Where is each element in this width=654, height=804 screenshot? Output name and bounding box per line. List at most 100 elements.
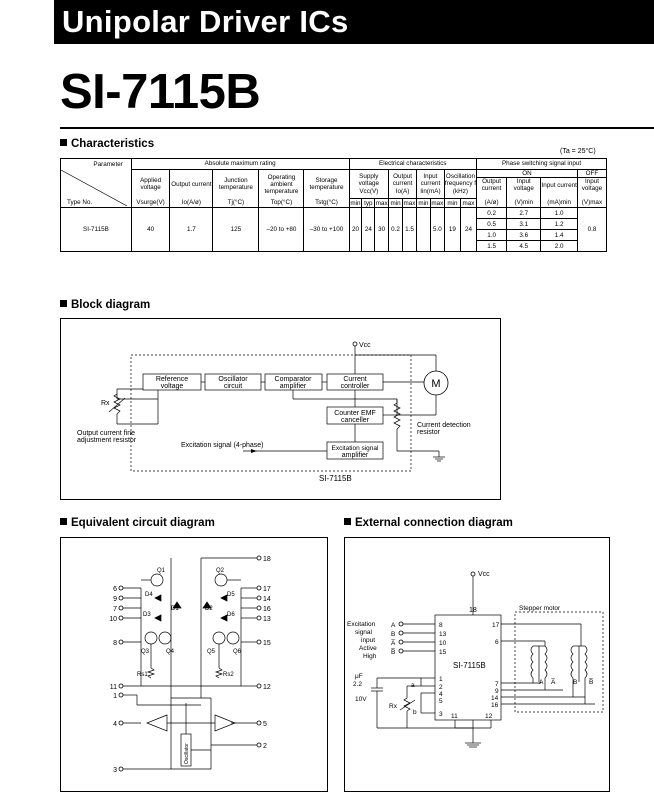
coil-label: A bbox=[539, 679, 544, 686]
component-label: D1 bbox=[171, 606, 179, 612]
block-comparator: Comparator bbox=[275, 376, 313, 383]
coil-label: A̅ bbox=[551, 678, 556, 686]
block-oscillator: Oscillator bbox=[218, 376, 248, 383]
right-pin: 14 bbox=[491, 695, 499, 702]
component-label: Q3 bbox=[141, 649, 150, 655]
abs-col-name: Junction temperature bbox=[218, 177, 253, 192]
ta-note: (Ta = 25°C) bbox=[560, 148, 596, 155]
equivalent-frame: 6 9 7 10 8 11 1 4 3 18 17 14 16 13 15 12… bbox=[60, 537, 328, 792]
right-pin: 7 bbox=[495, 681, 499, 688]
pin-label: 13 bbox=[263, 616, 271, 623]
right-pin: 16 bbox=[491, 702, 499, 709]
top-cell: –20 to +80 bbox=[258, 207, 305, 253]
excitation-label: Excitation signal (4-phase) bbox=[181, 442, 264, 449]
rx-label: Rx bbox=[389, 703, 398, 710]
svg-text:canceller: canceller bbox=[341, 417, 370, 424]
svg-text:amplifier: amplifier bbox=[280, 383, 307, 390]
elec-header: Electrical characteristics bbox=[348, 158, 478, 170]
left-pin: 15 bbox=[439, 649, 447, 656]
iin-min-cell bbox=[415, 207, 431, 253]
bullet-square-icon bbox=[60, 518, 67, 525]
pin-label: 16 bbox=[263, 606, 271, 613]
sub-max: max bbox=[459, 198, 478, 209]
component-label: Q4 bbox=[166, 649, 175, 655]
vcc-label: Vcc bbox=[359, 342, 371, 349]
diagonal-cell bbox=[60, 169, 132, 206]
phase-col-name: Input voltage bbox=[581, 178, 603, 193]
left-pin: 2 bbox=[439, 684, 443, 691]
elec-col-name: Supply voltage Vcc(V) bbox=[358, 173, 379, 195]
left-pin: 3 bbox=[439, 711, 443, 718]
characteristics-table: Parameter Absolute maximum rating Electr… bbox=[60, 158, 608, 253]
right-pin: 17 bbox=[492, 622, 500, 629]
svg-text:voltage: voltage bbox=[161, 383, 184, 390]
phase-col-unit: (A/ø) bbox=[476, 198, 508, 209]
right-pin: 6 bbox=[495, 639, 499, 646]
bullet-square-icon bbox=[344, 518, 351, 525]
page-title: Unipolar Driver ICs bbox=[62, 4, 349, 39]
phase-vin-cell: 2.7 bbox=[506, 207, 542, 220]
external-svg: Vcc 18 SI-7115B Excitation signal input … bbox=[347, 571, 604, 748]
svg-text:controller: controller bbox=[341, 383, 370, 390]
sub-max: max bbox=[402, 198, 417, 209]
bottom-pin: 11 bbox=[451, 713, 458, 720]
tstg-cell: –30 to +100 bbox=[303, 207, 350, 253]
input-name: A bbox=[391, 622, 396, 629]
external-heading: External connection diagram bbox=[344, 517, 513, 529]
characteristics-heading: Characteristics bbox=[60, 138, 154, 150]
pin-label: 11 bbox=[110, 684, 117, 691]
elec-col-name: Oscillation frequency f (kHz) bbox=[444, 173, 477, 195]
ab-label: b bbox=[413, 709, 417, 716]
pin-label: 15 bbox=[263, 640, 271, 647]
elec-col-name: Output current Io(A) bbox=[392, 173, 413, 195]
equivalent-svg: 6 9 7 10 8 11 1 4 3 18 17 14 16 13 15 12… bbox=[109, 555, 271, 774]
component-label: Rs2 bbox=[223, 672, 234, 678]
phase-io-cell: 1.5 bbox=[476, 240, 508, 253]
coil-label: B bbox=[573, 679, 577, 686]
chip-body bbox=[434, 614, 502, 721]
input-label: Excitation bbox=[347, 621, 376, 628]
vsurge-cell: 40 bbox=[130, 207, 171, 253]
phase-io-cell: 1.0 bbox=[476, 229, 508, 242]
title-rule bbox=[60, 127, 654, 129]
external-frame: Vcc 18 SI-7115B Excitation signal input … bbox=[344, 537, 610, 792]
rx-label: Rx bbox=[101, 400, 110, 407]
abs-col-name: Output current bbox=[171, 180, 212, 188]
stepper-motor-outline bbox=[514, 611, 604, 713]
block-diagram-heading: Block diagram bbox=[60, 299, 150, 311]
vcc-min-cell: 20 bbox=[348, 207, 363, 253]
motor-icon bbox=[423, 370, 449, 396]
component-label: Q5 bbox=[207, 649, 216, 655]
io-min-cell: 0.2 bbox=[388, 207, 404, 253]
abs-col-name: Operating ambient temperature bbox=[264, 173, 299, 195]
left-pin: 10 bbox=[439, 640, 447, 647]
io-cell: 1.7 bbox=[169, 207, 214, 253]
pin-label: 18 bbox=[263, 556, 271, 563]
abs-max-header: Absolute maximum rating bbox=[130, 158, 350, 170]
type-cell: SI-7115B bbox=[60, 207, 132, 253]
pin-label: 12 bbox=[263, 684, 271, 691]
sub-min: min bbox=[348, 198, 363, 209]
rx-note-2: adjustment resistor bbox=[77, 437, 137, 444]
left-pin: 5 bbox=[439, 698, 443, 705]
phase-vin-cell: 3.6 bbox=[506, 229, 542, 242]
abs-col-name: Applied voltage bbox=[140, 177, 162, 192]
abs-col-unit: Io(A/ø) bbox=[169, 198, 214, 209]
f-min-cell: 19 bbox=[443, 207, 461, 253]
phase-col-unit: (V)max bbox=[576, 198, 608, 209]
diagonal-line bbox=[61, 169, 127, 206]
svg-text:amplifier: amplifier bbox=[342, 452, 369, 459]
component-label: D3 bbox=[143, 612, 151, 618]
parameter-header: Parameter bbox=[60, 158, 132, 170]
vcc-label: Vcc bbox=[478, 571, 490, 578]
phase-col-unit: (V)min bbox=[506, 198, 542, 209]
abs-col-unit: Top(°C) bbox=[258, 198, 305, 209]
phase-col-name: Output current bbox=[481, 178, 502, 193]
phase-iin-cell: 1.4 bbox=[540, 229, 578, 242]
f-max-cell: 24 bbox=[459, 207, 478, 253]
component-label: Rs1 bbox=[137, 672, 148, 678]
sense-note-2: resistor bbox=[417, 429, 441, 436]
phase-io-cell: 0.2 bbox=[476, 207, 508, 220]
left-pin: 8 bbox=[439, 622, 443, 629]
sub-max: max bbox=[374, 198, 390, 209]
